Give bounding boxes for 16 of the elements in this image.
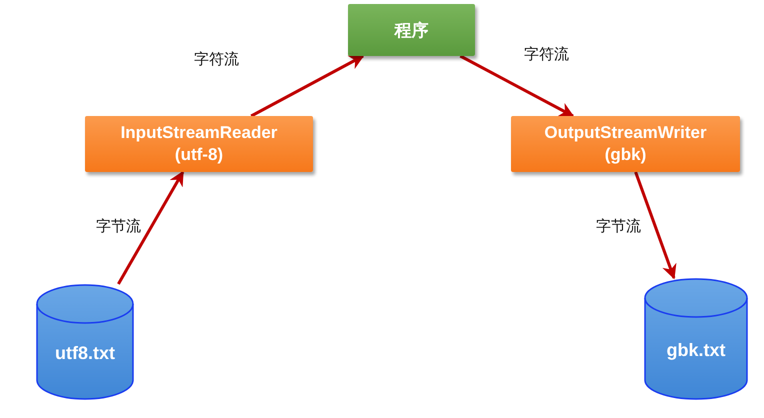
process-box bbox=[348, 4, 475, 56]
node-label: InputStreamReader (utf-8) bbox=[120, 122, 278, 166]
process-box bbox=[511, 116, 740, 172]
edge-label: 字符流 bbox=[194, 50, 239, 69]
edge-label: 字节流 bbox=[96, 217, 141, 236]
process-box bbox=[85, 116, 313, 172]
node-label: OutputStreamWriter (gbk) bbox=[543, 122, 708, 166]
node-label: utf8.txt bbox=[55, 342, 115, 364]
arrow bbox=[250, 54, 364, 118]
arrow bbox=[634, 172, 676, 280]
node-label: 程序 bbox=[394, 20, 428, 42]
arrow bbox=[460, 54, 574, 118]
edge-label: 字符流 bbox=[524, 45, 569, 64]
node-label: gbk.txt bbox=[666, 340, 726, 360]
arrow bbox=[117, 170, 184, 285]
edge-label: 字节流 bbox=[596, 217, 641, 236]
